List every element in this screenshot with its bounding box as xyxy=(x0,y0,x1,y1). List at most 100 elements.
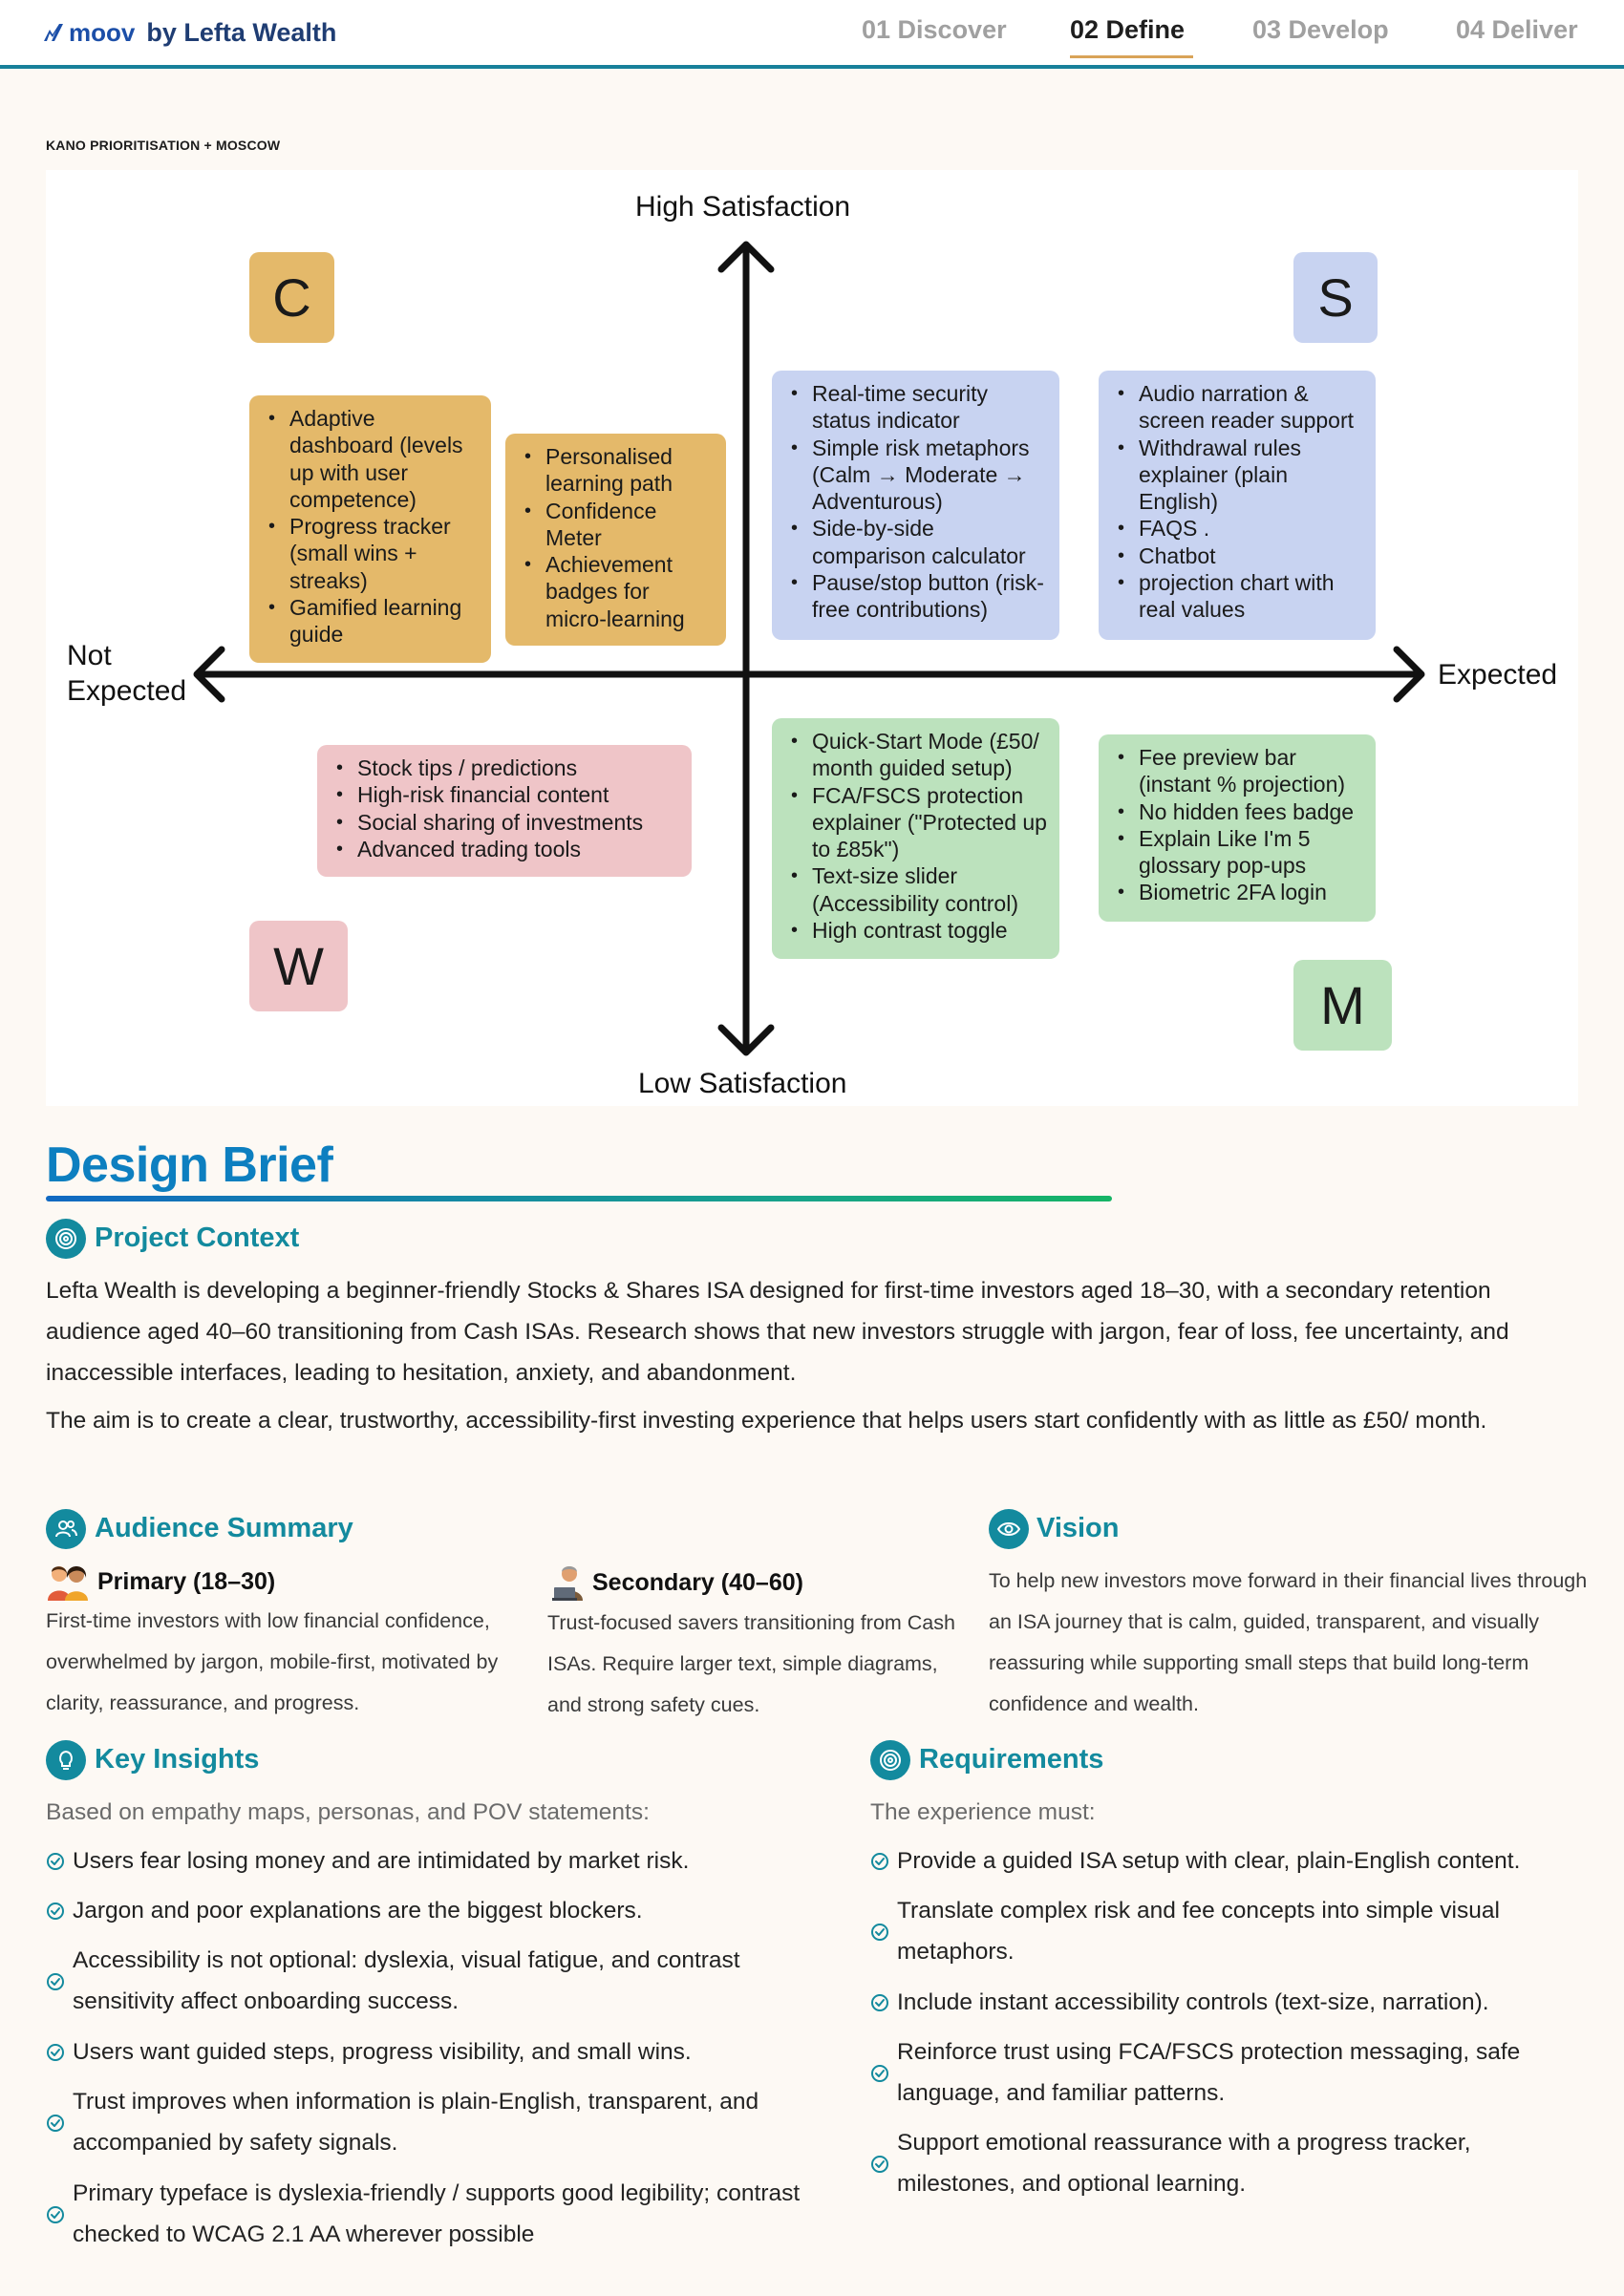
could-box-2: Personalised learning path Confidence Me… xyxy=(505,434,726,646)
list-item: Primary typeface is dyslexia-friendly / … xyxy=(73,2180,801,2247)
brand-company-text: by Lefta Wealth xyxy=(146,17,337,47)
list-item: Users fear losing money and are intimida… xyxy=(73,1848,690,1874)
nav-discover[interactable]: 01 Discover xyxy=(862,15,1007,44)
list-item: Text-size slider (Accessibility control) xyxy=(783,862,1048,917)
check-circle-icon xyxy=(871,2065,888,2082)
check-circle-icon xyxy=(871,2156,888,2173)
left-arrow-head xyxy=(193,646,225,703)
nav-develop[interactable]: 03 Develop xyxy=(1252,15,1389,44)
list-item: Quick-Start Mode (£50/ month guided setu… xyxy=(783,728,1048,782)
list-item: No hidden fees badge xyxy=(1110,798,1366,826)
list-item: Personalised learning path xyxy=(517,443,715,498)
check-circle-icon xyxy=(47,2206,64,2223)
secondary-persona-label: Secondary (40–60) xyxy=(550,1564,803,1601)
axis-label-high-satisfaction: High Satisfaction xyxy=(635,191,851,223)
axis-label-not-expected: Not Expected xyxy=(67,638,186,709)
primary-persona-label: Primary (18–30) xyxy=(46,1563,275,1601)
kano-moscow-diagram: High Satisfaction Low Satisfaction Not E… xyxy=(46,170,1578,1106)
lightbulb-icon xyxy=(46,1740,86,1780)
project-context-heading: Project Context xyxy=(95,1222,300,1253)
tile-could: C xyxy=(249,252,334,343)
list-item: Users want guided steps, progress visibi… xyxy=(73,2039,692,2065)
requirements-intro: The experience must: xyxy=(870,1799,1096,1825)
list-item: Audio narration & screen reader support xyxy=(1110,380,1366,435)
vision-heading: Vision xyxy=(1036,1513,1120,1543)
moov-logo-icon xyxy=(44,24,63,41)
check-circle-icon xyxy=(47,2115,64,2132)
primary-description: First-time investors with low financial … xyxy=(46,1609,499,1714)
tile-wont: W xyxy=(249,921,348,1011)
key-insights-intro: Based on empathy maps, personas, and POV… xyxy=(46,1799,650,1825)
axis-label-expected: Expected xyxy=(1438,659,1558,691)
list-item: Translate complex risk and fee concepts … xyxy=(897,1898,1500,1965)
nav-deliver[interactable]: 04 Deliver xyxy=(1456,15,1578,44)
list-item: Support emotional reassurance with a pro… xyxy=(897,2130,1471,2197)
wont-box: Stock tips / predictions High-risk finan… xyxy=(317,745,692,877)
list-item: Adaptive dashboard (levels up with user … xyxy=(261,405,478,513)
list-item: Jargon and poor explanations are the big… xyxy=(73,1898,643,1924)
design-brief-title: Design Brief xyxy=(46,1137,333,1193)
axis-label-not: Not xyxy=(67,640,112,671)
list-item: Side-by-side comparison calculator xyxy=(783,515,1048,569)
list-item: Gamified learning guide xyxy=(261,594,478,648)
list-item: Explain Like I'm 5 glossary pop-ups xyxy=(1110,825,1366,880)
check-circle-icon xyxy=(871,1853,888,1870)
top-header: moov by Lefta Wealth 01 Discover 02 Defi… xyxy=(0,0,1624,69)
list-item: Fee preview bar (instant % projection) xyxy=(1110,744,1366,798)
list-item: Real-time security status indicator xyxy=(783,380,1048,435)
list-item: Accessibility is not optional: dyslexia,… xyxy=(73,1947,740,2014)
audience-summary-heading: Audience Summary xyxy=(95,1513,353,1543)
nav-define[interactable]: 02 Define xyxy=(1070,15,1186,44)
down-arrow-head xyxy=(717,1024,775,1056)
list-item: projection chart with real values xyxy=(1110,569,1366,624)
list-item: Trust improves when information is plain… xyxy=(73,2089,759,2156)
project-context-paragraph-1: Lefta Wealth is developing a beginner-fr… xyxy=(46,1278,1509,1386)
list-item: FCA/FSCS protection explainer ("Protecte… xyxy=(783,782,1048,863)
check-circle-icon xyxy=(47,1853,64,1870)
list-item: Reinforce trust using FCA/FSCS protectio… xyxy=(897,2039,1521,2106)
tile-should: S xyxy=(1293,252,1378,343)
list-item: Chatbot xyxy=(1110,542,1366,570)
key-insights-heading: Key Insights xyxy=(95,1744,260,1775)
list-item: Simple risk metaphors (Calm → Moderate →… xyxy=(783,435,1048,516)
list-item: Achievement badges for micro-learning xyxy=(517,551,715,632)
secondary-person-laptop-icon xyxy=(552,1566,583,1601)
axis-label-low-satisfaction: Low Satisfaction xyxy=(638,1068,847,1099)
target-icon xyxy=(46,1219,86,1259)
active-nav-underline xyxy=(1070,55,1193,58)
right-arrow-head xyxy=(1393,646,1425,703)
check-circle-icon xyxy=(871,1924,888,1941)
up-arrow-head xyxy=(717,241,775,273)
primary-label: Primary (18–30) xyxy=(97,1567,276,1595)
list-item: Pause/stop button (risk-free contributio… xyxy=(783,569,1048,624)
should-box-1: Real-time security status indicator Simp… xyxy=(772,371,1059,640)
project-context-paragraph-2: The aim is to create a clear, trustworth… xyxy=(46,1408,1487,1434)
brand-logo[interactable]: moov by Lefta Wealth xyxy=(42,13,336,52)
requirements-heading: Requirements xyxy=(919,1744,1104,1775)
list-item: High contrast toggle xyxy=(783,917,1048,945)
axis-label-expected-left: Expected xyxy=(67,675,187,707)
vision-text: To help new investors move forward in th… xyxy=(989,1569,1588,1715)
must-box-2: Fee preview bar (instant % projection) N… xyxy=(1099,734,1376,922)
check-circle-icon xyxy=(47,1903,64,1920)
axis-arrows xyxy=(193,241,1425,1056)
section-label: KANO PRIORITISATION + MOSCOW xyxy=(46,138,281,153)
primary-couple-icon xyxy=(48,1566,88,1601)
list-item: High-risk financial content xyxy=(329,781,680,809)
brand-moov-text: moov xyxy=(69,17,136,47)
list-item: Advanced trading tools xyxy=(329,836,680,863)
list-item: Withdrawal rules explainer (plain Englis… xyxy=(1110,435,1366,516)
must-box-1: Quick-Start Mode (£50/ month guided setu… xyxy=(772,718,1059,959)
list-item: FAQS . xyxy=(1110,515,1366,542)
users-icon xyxy=(46,1509,86,1549)
list-item: Progress tracker (small wins + streaks) xyxy=(261,513,478,594)
tile-must: M xyxy=(1293,960,1392,1051)
secondary-label: Secondary (40–60) xyxy=(592,1568,803,1596)
list-item: Include instant accessibility controls (… xyxy=(897,1989,1489,2015)
list-item: Stock tips / predictions xyxy=(329,755,680,782)
check-circle-icon xyxy=(47,2044,64,2061)
gradient-divider xyxy=(46,1196,1112,1201)
target-icon xyxy=(870,1740,910,1780)
list-item: Confidence Meter xyxy=(517,498,715,552)
could-box-1: Adaptive dashboard (levels up with user … xyxy=(249,395,491,663)
